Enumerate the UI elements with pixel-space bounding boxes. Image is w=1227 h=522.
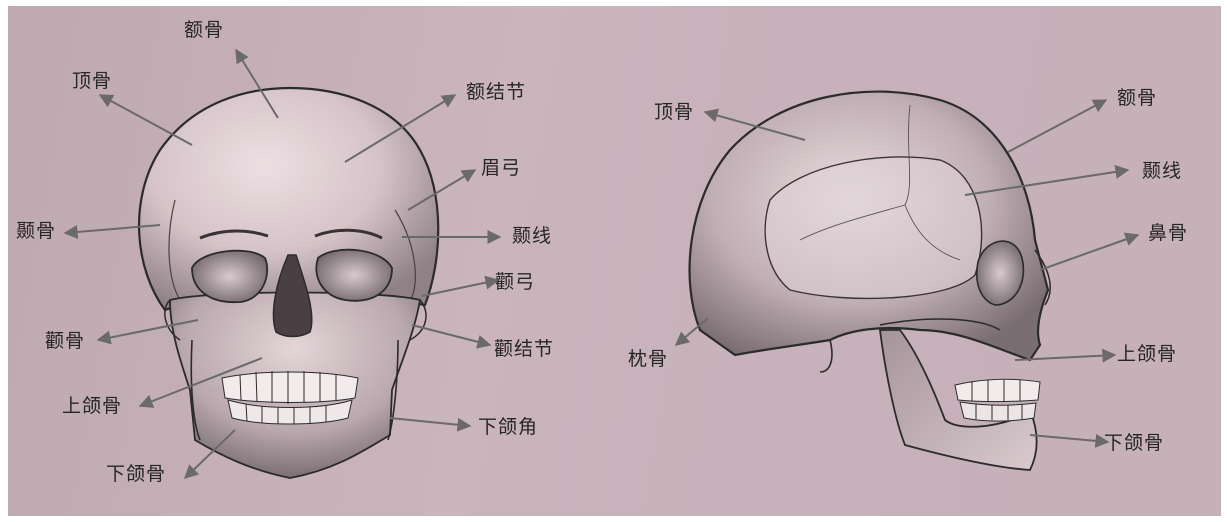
side-teeth — [955, 379, 1040, 421]
arrow-front-zygomatic-arch — [422, 280, 498, 296]
label-side-parietal: 顶骨 — [654, 103, 694, 122]
label-front-zygomatic-arch: 颧弓 — [495, 273, 535, 292]
label-front-temporal-bone: 颞骨 — [16, 222, 56, 241]
arrow-front-mandible-angle — [390, 418, 470, 426]
label-front-superciliary-arch: 眉弓 — [481, 159, 521, 178]
label-side-occipital: 枕骨 — [628, 350, 668, 369]
side-skull — [690, 92, 1051, 470]
arrow-side-mandible — [1030, 435, 1108, 442]
front-skull — [139, 88, 438, 478]
arrow-side-nasal — [1040, 235, 1138, 270]
label-front-zygomatic-eminence: 颧结节 — [494, 340, 554, 359]
label-front-mandible-angle: 下颌角 — [478, 418, 538, 437]
arrow-front-parietal — [100, 95, 192, 145]
front-teeth — [222, 371, 358, 424]
label-front-zygomatic-bone: 颧骨 — [45, 332, 85, 351]
label-front-maxilla: 上颌骨 — [62, 397, 122, 416]
label-front-frontal-eminence: 额结节 — [466, 83, 526, 102]
label-front-temporal-line: 颞线 — [512, 227, 552, 246]
label-side-mandible: 下颌骨 — [1104, 434, 1164, 453]
front-orbit-right — [316, 250, 392, 301]
label-side-maxilla: 上颌骨 — [1117, 345, 1177, 364]
label-side-nasal-bone: 鼻骨 — [1148, 224, 1188, 243]
label-side-temporal-line: 颞线 — [1142, 162, 1182, 181]
label-front-mandible: 下颌骨 — [106, 465, 166, 484]
arrow-side-frontal — [1008, 100, 1106, 152]
arrow-front-zygomatic-eminence — [412, 325, 490, 345]
label-front-parietal: 顶骨 — [72, 72, 112, 91]
label-side-frontal: 额骨 — [1117, 89, 1157, 108]
label-front-frontal: 额骨 — [184, 21, 224, 40]
